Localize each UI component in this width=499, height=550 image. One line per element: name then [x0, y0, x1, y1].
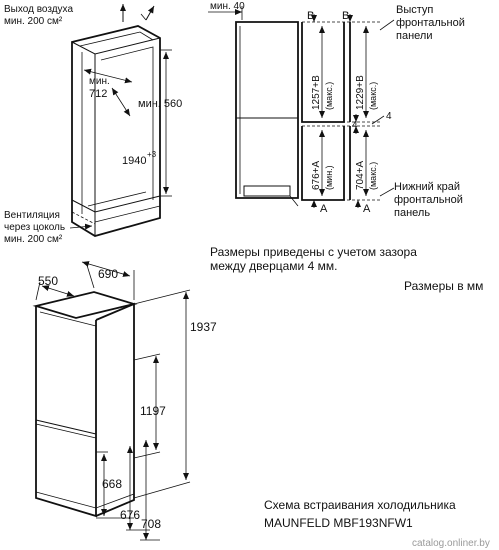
bottom-edge-line2: фронтальной	[394, 194, 463, 206]
b-marker-2: B	[342, 10, 349, 22]
dim-676-label: 676	[120, 508, 140, 522]
niche-drawing	[69, 4, 172, 237]
units-label: Размеры в мм	[404, 279, 483, 293]
dim-1940-value: 1940	[122, 155, 146, 167]
dim-1229-note: (макс.)	[368, 82, 378, 110]
protrusion-line1: Выступ	[396, 4, 433, 16]
side-section-drawing	[208, 6, 395, 208]
dim-712-arrow	[83, 68, 133, 84]
fridge-side-body	[235, 21, 299, 199]
dim-704-label: 704+A	[355, 160, 366, 190]
dim-676a-note: (мин.)	[324, 165, 334, 190]
b-marker-1: B	[307, 10, 314, 22]
bottom-edge-line3: панель	[394, 207, 430, 219]
protrusion-line2: фронтальной	[396, 17, 465, 29]
ventilation-line3: мин. 200 см²	[4, 234, 63, 245]
ventilation-line1: Вентиляция	[4, 210, 60, 221]
dim-712-value: 712	[89, 88, 107, 100]
dim-668-label: 668	[102, 477, 122, 491]
fridge-body-outline	[35, 306, 97, 518]
vent-arrow	[69, 223, 93, 230]
dim-1937-label: 1937	[190, 320, 217, 334]
a-marker-2: A	[363, 203, 371, 215]
dim-1197-label: 1197	[140, 404, 166, 418]
air-outlet-line1: Выход воздуха	[4, 4, 73, 15]
protrusion-line3: панели	[396, 30, 432, 42]
dim-1940-tolerance: +3	[147, 150, 157, 159]
fridge-drawing	[32, 261, 191, 541]
dim-690-arrow	[81, 261, 131, 277]
note-line1: Размеры приведены с учетом зазора	[210, 245, 417, 259]
dim-690-label: 690	[98, 267, 118, 281]
caption-line2: MAUNFELD MBF193NFW1	[264, 516, 413, 530]
dim-560-arrow	[111, 87, 131, 117]
dim-1257-note: (макс.)	[324, 82, 334, 110]
dim-712-label: мин.	[89, 76, 110, 87]
bottom-edge-line1: Нижний край	[394, 181, 460, 193]
gap-4-right: 4	[386, 111, 392, 122]
dim-1257-label: 1257+B	[311, 75, 322, 110]
gap-4-left: 4	[352, 120, 358, 131]
ventilation-line2: через цоколь	[4, 222, 65, 233]
min-40-label: мин. 40	[210, 1, 245, 12]
lower-door-panel	[301, 126, 345, 201]
air-arrow-small	[140, 13, 147, 21]
dim-676a-label: 676+A	[311, 160, 322, 190]
note-line2: между дверцами 4 мм.	[210, 259, 337, 273]
dim-560-label: мин. 560	[138, 98, 182, 110]
dim-550-arrow	[41, 285, 75, 297]
air-outlet-line2: мин. 200 см²	[4, 16, 63, 27]
watermark: catalog.onliner.by	[412, 538, 490, 549]
upper-door-panel	[301, 22, 345, 123]
niche-outline	[71, 25, 161, 237]
a-marker-1: A	[320, 203, 328, 215]
dim-708-label: 708	[141, 517, 161, 531]
dim-550-label: 550	[38, 274, 58, 288]
dim-1229-label: 1229+B	[355, 75, 366, 110]
air-arrow-right	[145, 5, 155, 21]
dim-704-note: (макс.)	[368, 162, 378, 190]
caption-line1: Схема встраивания холодильника	[264, 498, 456, 512]
